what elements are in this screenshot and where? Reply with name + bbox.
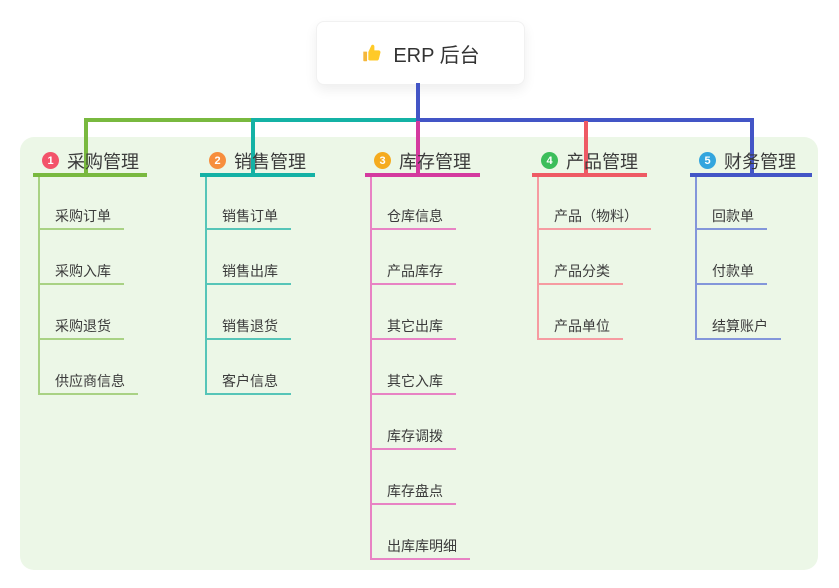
child-node-库存盘点[interactable]: 库存盘点 [370, 479, 456, 505]
root-connector-line [416, 83, 420, 121]
branch-header-库存管理[interactable]: 3 库存管理 [365, 148, 480, 177]
child-rail-branch-3 [370, 177, 372, 560]
child-node-产品库存[interactable]: 产品库存 [370, 259, 456, 285]
bus-segment-branch-1 [84, 118, 252, 122]
child-rail-branch-5 [695, 177, 697, 340]
child-node-其它出库[interactable]: 其它出库 [370, 314, 456, 340]
thumbs-up-icon [361, 42, 383, 64]
branch-header-产品管理[interactable]: 4 产品管理 [532, 148, 647, 177]
drop-line-branch-2 [251, 118, 255, 177]
branch-badge: 1 [42, 152, 59, 169]
root-label: ERP 后台 [393, 44, 480, 67]
child-rail-branch-1 [38, 177, 40, 395]
child-node-结算账户[interactable]: 结算账户 [695, 314, 781, 340]
branch-label: 财务管理 [724, 151, 796, 172]
branch-label: 销售管理 [234, 151, 306, 172]
bus-segment-branch-2 [251, 118, 418, 122]
child-node-供应商信息[interactable]: 供应商信息 [38, 369, 138, 395]
child-node-仓库信息[interactable]: 仓库信息 [370, 204, 456, 230]
drop-line-branch-5 [750, 118, 754, 177]
child-node-回款单[interactable]: 回款单 [695, 204, 767, 230]
child-rail-branch-4 [537, 177, 539, 340]
child-node-销售出库[interactable]: 销售出库 [205, 259, 291, 285]
child-node-付款单[interactable]: 付款单 [695, 259, 767, 285]
branch-badge: 2 [209, 152, 226, 169]
root-node[interactable]: ERP 后台 [316, 21, 525, 85]
child-node-库存调拨[interactable]: 库存调拨 [370, 424, 456, 450]
child-node-产品分类[interactable]: 产品分类 [537, 259, 623, 285]
background-panel [20, 137, 818, 570]
child-node-采购订单[interactable]: 采购订单 [38, 204, 124, 230]
branch-label: 产品管理 [566, 151, 638, 172]
branch-badge: 4 [541, 152, 558, 169]
drop-line-branch-3 [416, 121, 420, 177]
branch-header-采购管理[interactable]: 1 采购管理 [33, 148, 147, 177]
child-node-出库库明细[interactable]: 出库库明细 [370, 534, 470, 560]
child-node-销售订单[interactable]: 销售订单 [205, 204, 291, 230]
child-rail-branch-2 [205, 177, 207, 395]
child-node-其它入库[interactable]: 其它入库 [370, 369, 456, 395]
bus-segment-branch-5 [416, 118, 754, 122]
branch-label: 库存管理 [399, 151, 471, 172]
branch-header-销售管理[interactable]: 2 销售管理 [200, 148, 315, 177]
child-node-客户信息[interactable]: 客户信息 [205, 369, 291, 395]
drop-line-branch-1 [84, 118, 88, 177]
branch-header-财务管理[interactable]: 5 财务管理 [690, 148, 812, 177]
branch-badge: 3 [374, 152, 391, 169]
child-node-采购入库[interactable]: 采购入库 [38, 259, 124, 285]
branch-label: 采购管理 [67, 151, 139, 172]
child-node-销售退货[interactable]: 销售退货 [205, 314, 291, 340]
child-node-产品单位[interactable]: 产品单位 [537, 314, 623, 340]
child-node-产品（物料）[interactable]: 产品（物料） [537, 204, 651, 230]
child-node-采购退货[interactable]: 采购退货 [38, 314, 124, 340]
drop-line-branch-4 [584, 121, 588, 177]
branch-badge: 5 [699, 152, 716, 169]
